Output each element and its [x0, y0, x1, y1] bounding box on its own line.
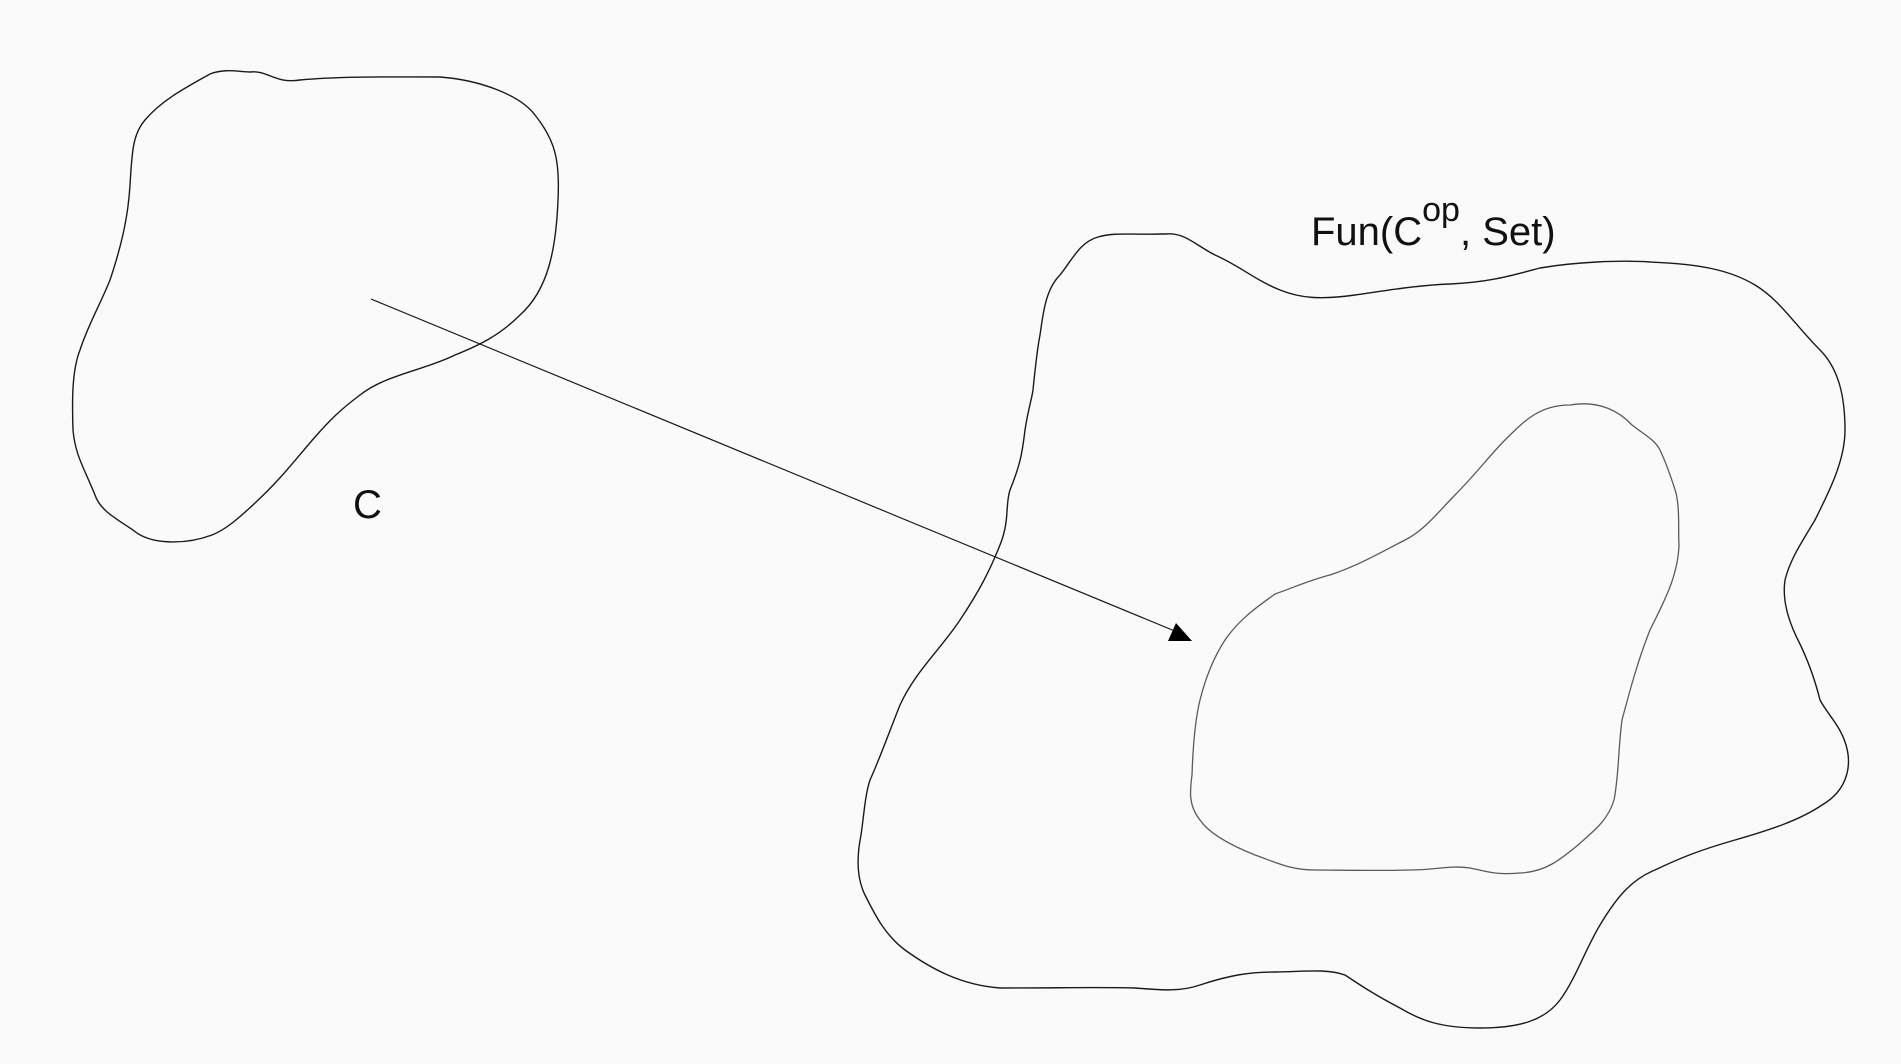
inner-region-blob	[1189, 403, 1680, 875]
category-c-label: C	[353, 483, 382, 527]
arrow-shaft	[370, 298, 1183, 635]
category-c-blob	[71, 70, 560, 543]
functor-label-superscript: op	[1422, 191, 1460, 229]
functor-label-base: Fun(C	[1311, 210, 1422, 254]
arrow-head	[1168, 623, 1192, 641]
functor-category-label: Fun(Cop, Set)	[1311, 191, 1556, 254]
functor-label-rest: , Set)	[1460, 210, 1556, 254]
functor-category-blob	[857, 233, 1850, 1029]
